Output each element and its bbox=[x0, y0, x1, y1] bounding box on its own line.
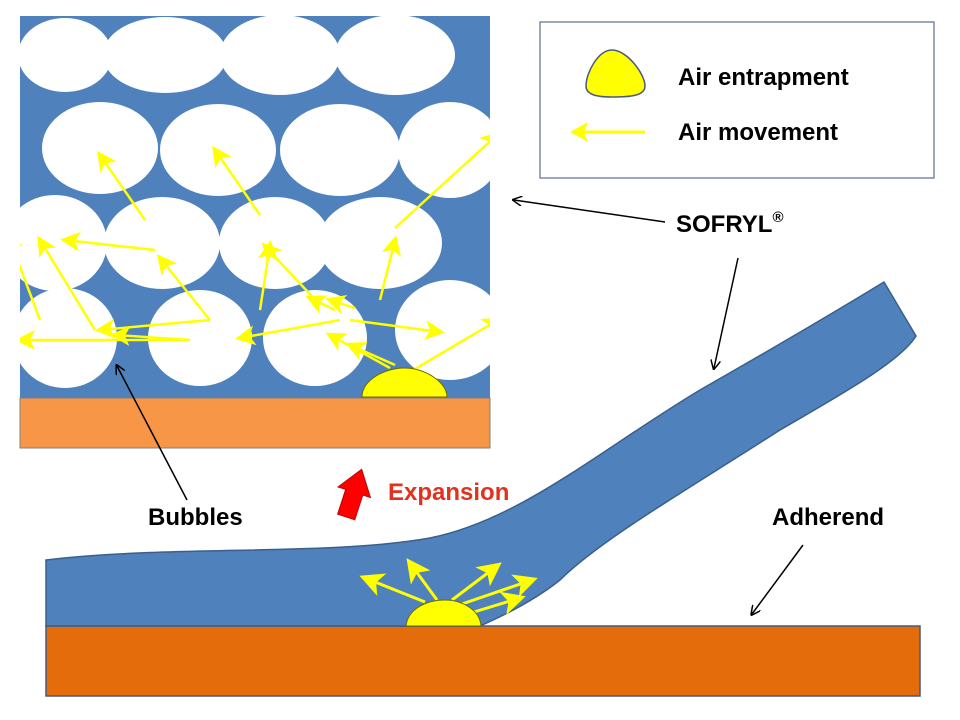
air-entrapment-legend-icon bbox=[585, 49, 646, 98]
air-movement-arrow bbox=[473, 591, 526, 615]
bubble bbox=[20, 18, 112, 92]
bubble bbox=[318, 197, 442, 289]
air-movement-arrow bbox=[409, 317, 490, 374]
bubble bbox=[42, 102, 158, 194]
air-movement-legend-icon bbox=[570, 122, 645, 142]
product-label: SOFRYL® bbox=[676, 209, 784, 238]
bubble bbox=[104, 197, 220, 289]
bubble bbox=[219, 197, 331, 289]
product-pointer-inset bbox=[514, 200, 666, 223]
expansion-arrow-icon bbox=[336, 468, 372, 521]
adherend-substrate bbox=[45, 625, 921, 697]
registered-mark: ® bbox=[772, 209, 783, 226]
bubble bbox=[103, 17, 227, 93]
zoom-inset bbox=[19, 16, 491, 449]
product-name: SOFRYL bbox=[676, 211, 772, 238]
air-movement-arrow bbox=[97, 150, 147, 221]
bubble bbox=[220, 16, 340, 95]
bubble bbox=[148, 290, 252, 386]
air-movement-arrow bbox=[212, 145, 262, 216]
air-movement-arrow bbox=[461, 574, 538, 606]
legend-air-entrapment-label: Air entrapment bbox=[678, 64, 849, 91]
legend-air-movement-label: Air movement bbox=[678, 119, 838, 146]
bubble bbox=[160, 104, 276, 196]
air-movement-arrow bbox=[378, 235, 402, 301]
air-movement-arrow bbox=[60, 231, 156, 252]
bubble bbox=[398, 102, 490, 198]
air-movement-arrow bbox=[394, 131, 490, 229]
air-movement-arrow bbox=[235, 318, 341, 346]
air-movement-arrow bbox=[261, 242, 321, 306]
bubble-cluster bbox=[20, 16, 490, 388]
air-movement-arrow bbox=[20, 230, 42, 321]
product-pointer-film bbox=[714, 257, 739, 368]
bubble bbox=[20, 288, 117, 388]
air-entrapment-blob-zoom bbox=[361, 367, 448, 398]
bubble bbox=[395, 280, 490, 380]
air-movement-arrows-zoom bbox=[20, 131, 490, 374]
air-movement-arrow bbox=[406, 558, 439, 601]
air-movement-arrow bbox=[156, 254, 211, 321]
legend-box: Air entrapment Air movement bbox=[539, 21, 935, 179]
zoom-adherend-layer bbox=[19, 397, 491, 449]
adherend-pointer bbox=[752, 544, 804, 614]
air-movement-arrow bbox=[349, 318, 445, 340]
bubbles-label: Bubbles bbox=[148, 504, 243, 531]
air-movement-arrow bbox=[451, 562, 502, 602]
air-movement-arrow bbox=[325, 295, 356, 315]
adherend-label: Adherend bbox=[772, 504, 884, 531]
bubbles-pointer bbox=[117, 366, 188, 501]
air-movement-arrows-main bbox=[359, 558, 538, 615]
bubble bbox=[263, 290, 367, 386]
air-movement-arrow bbox=[345, 341, 396, 367]
expansion-label: Expansion bbox=[388, 479, 509, 506]
bubble bbox=[335, 16, 455, 95]
air-movement-arrow bbox=[37, 235, 97, 331]
air-entrapment-blob-main bbox=[405, 599, 482, 627]
sofryl-foam-film bbox=[45, 280, 917, 627]
bubble bbox=[280, 104, 400, 196]
air-movement-arrow bbox=[359, 573, 426, 604]
